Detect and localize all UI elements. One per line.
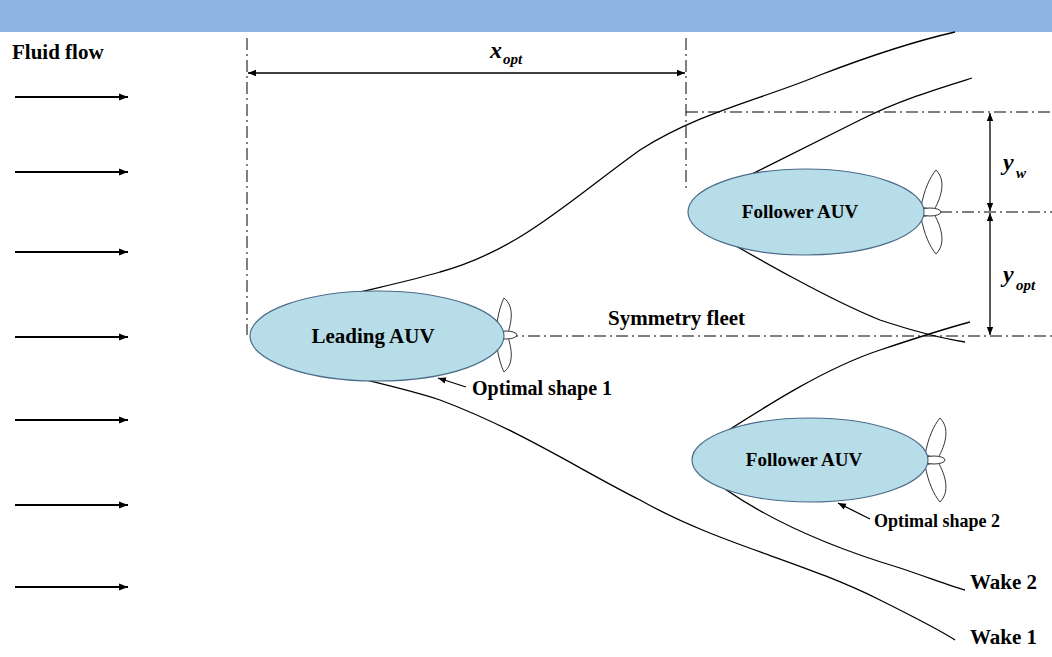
auv-body: Leading AUV [249, 290, 505, 382]
dimension-symbol: x [490, 38, 502, 62]
propellers [495, 170, 946, 502]
top-band [0, 0, 1052, 32]
dimension-subscript: w [1016, 166, 1026, 181]
shape-label: Optimal shape 1 [472, 378, 612, 398]
dimension-symbol: y [1003, 262, 1014, 286]
auv-body: Follower AUV [691, 417, 929, 503]
auv-label: Follower AUV [742, 201, 858, 223]
wake-label: Wake 1 [970, 627, 1037, 648]
axis-label: Symmetry fleet [608, 308, 745, 329]
auv-body: Follower AUV [687, 168, 925, 256]
wake-label: Wake 2 [970, 572, 1037, 593]
flow-arrows [15, 97, 128, 587]
dimension-symbol: y [1003, 150, 1014, 174]
auv-label: Leading AUV [311, 324, 434, 349]
flow-label: Fluid flow [12, 42, 104, 63]
wake-lines [252, 32, 972, 640]
dimension-subscript: opt [1016, 278, 1035, 293]
shape-label: Optimal shape 2 [874, 512, 1000, 530]
dimension-subscript: opt [503, 52, 522, 67]
auv-label: Follower AUV [746, 449, 862, 471]
